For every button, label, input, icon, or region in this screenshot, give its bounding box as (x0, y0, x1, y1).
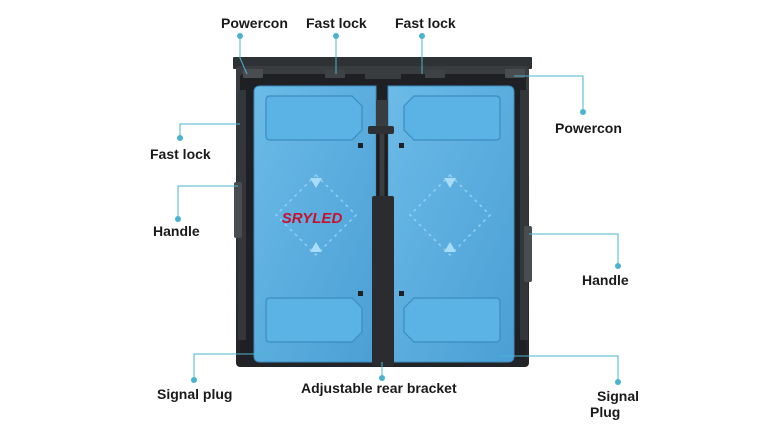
leader-handle-left (177, 185, 238, 219)
dot-signal-plug-right (615, 379, 621, 385)
leader-fast-lock-left (179, 123, 240, 138)
label-powercon-right: Powercon (555, 120, 622, 136)
label-fast-lock-top-1: Fast lock (306, 15, 367, 31)
dot-powercon-top (237, 33, 243, 39)
label-signal-plug-left: Signal plug (157, 386, 233, 402)
leader-powercon-right (514, 75, 584, 112)
dot-fast-lock-top-1 (333, 33, 339, 39)
leader-signal-plug-left (193, 353, 270, 380)
dot-fast-lock-top-2 (419, 33, 425, 39)
dot-handle-right (615, 263, 621, 269)
leader-lines (177, 36, 619, 382)
leader-signal-plug-right (500, 355, 619, 382)
dot-fast-lock-left (177, 135, 183, 141)
label-fast-lock-top-2: Fast lock (395, 15, 456, 31)
label-powercon-top: Powercon (221, 15, 288, 31)
label-handle-right: Handle (582, 272, 629, 288)
blue-back-panel (253, 85, 515, 363)
label-signal-plug-right-line2: Plug (590, 404, 621, 420)
adjustable-rear-bracket (368, 100, 394, 366)
dot-rear-bracket (379, 375, 385, 381)
leader-powercon-top (239, 36, 248, 75)
sryled-logo: SRYLED (282, 210, 343, 227)
label-handle-left: Handle (153, 223, 200, 239)
label-signal-plug-right-line1: Signal (596, 388, 639, 404)
dot-powercon-right (580, 109, 586, 115)
label-fast-lock-left: Fast lock (150, 146, 211, 162)
dot-handle-left (175, 216, 181, 222)
leader-handle-right (529, 233, 619, 266)
leader-dots (175, 33, 621, 385)
label-signal-plug-right: Signal Plug (588, 388, 648, 420)
label-adjustable-rear-bracket: Adjustable rear bracket (301, 380, 457, 396)
dot-signal-plug-left (191, 377, 197, 383)
